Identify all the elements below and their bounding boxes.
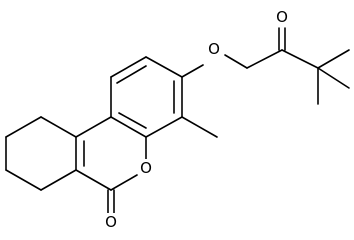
bonds bbox=[5, 27, 350, 215]
svg-text:O: O bbox=[276, 8, 288, 26]
bond-c6-c6a bbox=[75, 169, 112, 191]
atom-labels: O O O O bbox=[103, 8, 290, 231]
bond-c4-methyl bbox=[181, 116, 218, 138]
atom-ketone-oxygen: O bbox=[274, 8, 290, 26]
atom-ether-oxygen: O bbox=[206, 40, 222, 58]
bond-c4a-c10b-inner bbox=[118, 112, 147, 129]
bond-c10a-c10 bbox=[40, 116, 77, 138]
bond-c7-c6a bbox=[40, 169, 77, 191]
bond-c10-c9 bbox=[5, 116, 42, 138]
svg-text:O: O bbox=[208, 40, 220, 58]
bond-c4a-c10b bbox=[110, 116, 147, 138]
bond-ketone-cq bbox=[281, 49, 319, 69]
bond-c1-c2 bbox=[110, 56, 147, 78]
bond-c2-c3 bbox=[145, 56, 183, 78]
bond-ch2-ketone bbox=[246, 49, 283, 69]
bond-cq-me1 bbox=[317, 49, 350, 69]
bond-c8-c7 bbox=[5, 169, 42, 191]
bond-c4-c4a bbox=[145, 116, 183, 138]
bond-o5-c6 bbox=[110, 174, 138, 191]
atom-carbonyl-oxygen: O bbox=[103, 213, 119, 231]
atom-ring-oxygen: O bbox=[138, 159, 154, 177]
bond-c10a-c10b bbox=[75, 116, 112, 138]
bond-c3-o bbox=[181, 64, 204, 78]
bond-c1-c2-inner bbox=[116, 65, 147, 84]
svg-text:O: O bbox=[105, 213, 117, 231]
bond-o-ch2 bbox=[224, 54, 248, 69]
bond-cq-me2 bbox=[317, 67, 350, 89]
svg-text:O: O bbox=[140, 159, 152, 177]
